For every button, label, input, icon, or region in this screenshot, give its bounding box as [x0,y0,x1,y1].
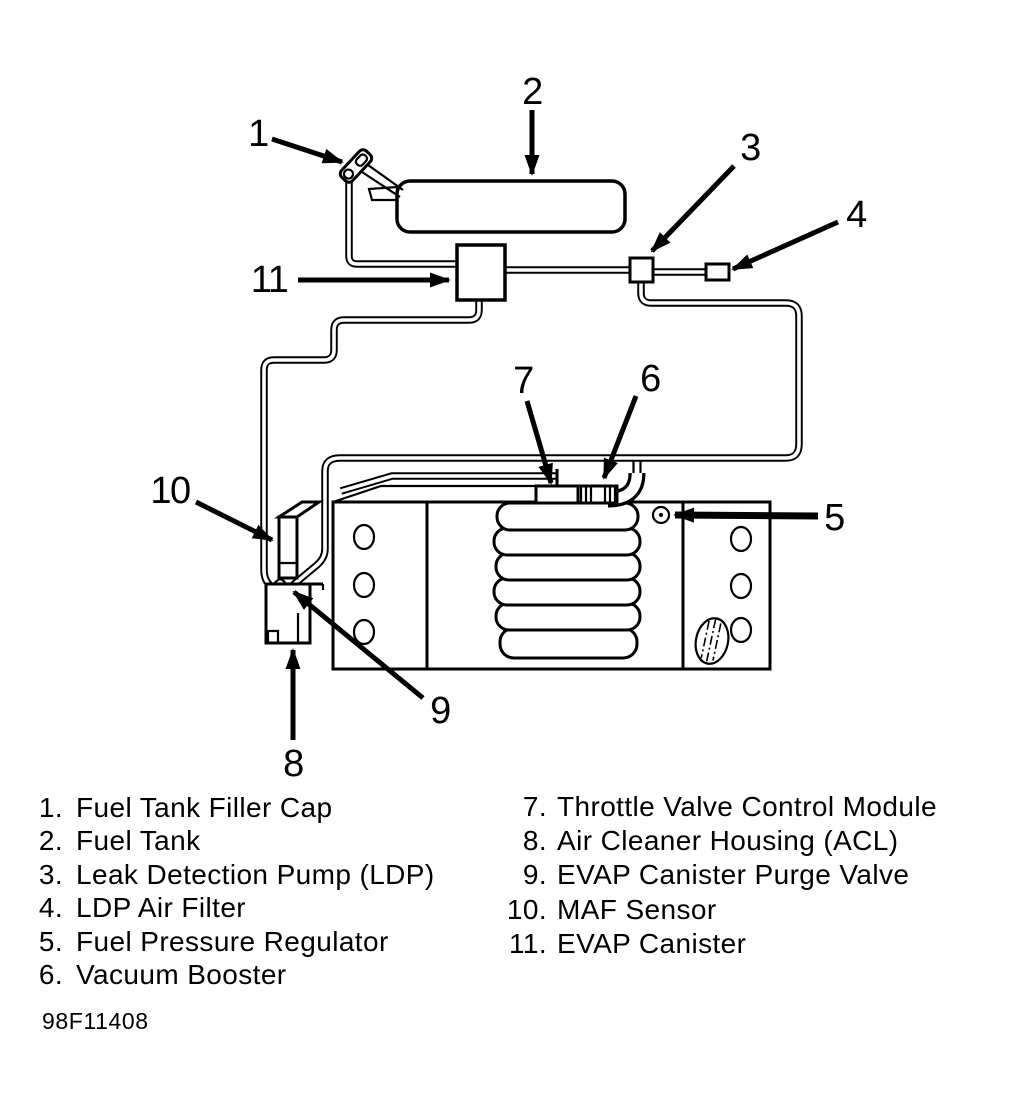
legend-item-label: Fuel Pressure Regulator [76,925,389,957]
booster-hose [573,484,619,505]
legend-item: 9. EVAP Canister Purge Valve [483,859,937,893]
legend-item-label: EVAP Canister [557,927,747,959]
figure-code: 98F11408 [42,1008,149,1034]
legend-item-number: 11. [508,927,547,959]
canister-purge-line [260,301,483,598]
callout-arrow-4 [731,219,840,272]
legend-item-label: Vacuum Booster [76,958,287,990]
fuel-pressure-regulator [651,505,671,525]
legend-item: 4. LDP Air Filter [33,892,435,925]
legend-item-number: 2. [38,825,63,857]
legend-item-label: LDP Air Filter [76,892,247,924]
callout-arrow-6 [601,395,639,480]
fuel-filler-cap [338,148,374,184]
legend-item-label: Fuel Tank Filler Cap [76,792,333,823]
legend-item-number: 4. [38,892,63,924]
legend-item: 2. Fuel Tank [33,825,435,858]
callout-number-2: 2 [522,71,542,113]
callout-number-3: 3 [740,127,760,169]
legend-item-label: Fuel Tank [76,825,201,857]
callout-arrow-9 [292,590,425,700]
fuel-tank [395,179,627,234]
legend-item: 1. Fuel Tank Filler Cap [33,792,435,825]
callout-arrow-7 [524,400,554,485]
legend-item: 10. MAF Sensor [483,894,937,928]
legend-item-number: 7. [522,791,547,822]
legend-item-label: Leak Detection Pump (LDP) [76,858,435,890]
filler-neck [361,164,404,202]
legend-item-label: MAF Sensor [557,893,717,925]
callout-number-6: 6 [640,358,660,400]
callout-number-5: 5 [824,497,844,539]
legend-item-number: 8. [522,825,547,857]
legend-item-number: 5. [38,925,63,957]
evap-canister [455,243,507,302]
leak-detection-pump [628,256,655,284]
callout-number-10: 10 [150,470,190,512]
callout-number-1: 1 [248,113,268,155]
ldp-air-filter [704,262,731,282]
callout-arrow-5 [673,507,819,523]
legend-item-number: 1. [38,792,63,823]
pulley-hatched [694,617,730,665]
legend-item-number: 9. [522,859,547,891]
throttle-vacuum-line [339,472,557,495]
legend-column-left: 1. Fuel Tank Filler Cap 2. Fuel Tank 3. Lea… [33,792,435,992]
legend-item: 5. Fuel Pressure Regulator [33,926,435,959]
legend-item-number: 10. [506,893,547,925]
legend-item-label: Air Cleaner Housing (ACL) [557,825,899,857]
maf-sensor [273,500,324,580]
throttle-valve-control-module [534,469,580,505]
callout-arrow-3 [650,164,736,253]
ldp-loop-line [290,282,803,588]
legend-item: 11. EVAP Canister [483,928,937,962]
legend-item-number: 3. [38,858,63,890]
callout-arrow-10 [194,499,274,543]
air-cleaner-housing [264,582,325,645]
legend-item-label: Throttle Valve Control Module [557,791,937,822]
intake-manifold [492,501,642,660]
callout-number-7: 7 [513,360,533,402]
legend-column-right: 7. Throttle Valve Control Module 8. Air Cl… [483,791,937,962]
callout-arrow-1 [271,136,344,165]
legend-item: 8. Air Cleaner Housing (ACL) [483,825,937,859]
callout-number-4: 4 [846,194,867,236]
legend-item: 6. Vacuum Booster [33,959,435,992]
legend-item-label: EVAP Canister Purge Valve [557,859,910,891]
legend-item: 3. Leak Detection Pump (LDP) [33,859,435,892]
callout-number-9: 9 [430,690,450,732]
legend-item-number: 6. [38,958,63,990]
callout-number-8: 8 [283,743,303,785]
legend-item: 7. Throttle Valve Control Module [483,791,937,825]
filler-neck-vent-line [345,181,456,268]
callout-number-11: 11 [251,259,288,301]
